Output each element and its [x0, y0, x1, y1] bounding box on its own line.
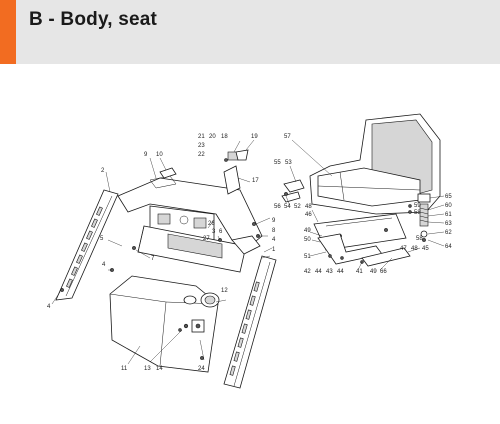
label-26: 26 [208, 221, 215, 227]
fasteners [60, 192, 426, 360]
left-side-panel [55, 189, 119, 301]
page-header: B - Body, seat [0, 0, 500, 64]
label-22: 22 [198, 152, 205, 158]
label-47: 47 [400, 246, 407, 252]
leader-lines [51, 139, 445, 365]
label-58a: 58 [414, 210, 421, 216]
label-7: 7 [151, 256, 155, 262]
label-55: 55 [274, 160, 281, 166]
label-3: 3 [212, 229, 216, 235]
label-19: 19 [251, 134, 258, 140]
seat [309, 113, 441, 215]
label-48a: 48 [305, 204, 312, 210]
label-48b: 48 [411, 246, 418, 252]
label-27: 27 [203, 236, 210, 242]
label-66: 66 [380, 269, 387, 275]
header-accent-bar [0, 0, 16, 64]
label-17: 17 [252, 178, 259, 184]
label-44a: 44 [315, 269, 322, 275]
label-24: 24 [198, 366, 205, 372]
label-9b: 9 [272, 218, 276, 224]
seat-rail [281, 179, 431, 267]
label-59: 59 [414, 203, 421, 209]
label-4a: 4 [102, 262, 106, 268]
label-58b: 58 [416, 236, 423, 242]
label-6: 6 [219, 229, 223, 235]
label-49a: 49 [304, 228, 311, 234]
label-51: 51 [304, 254, 311, 260]
fuel-tank [109, 275, 220, 373]
exploded-parts-diagram: 2 9 10 21 20 18 19 23 22 17 26 3 27 6 5 … [47, 113, 452, 389]
label-61: 61 [445, 212, 452, 218]
label-9: 9 [144, 152, 148, 158]
label-14: 14 [156, 366, 163, 372]
label-64: 64 [445, 244, 452, 250]
label-56: 56 [274, 204, 281, 210]
label-11: 11 [121, 366, 128, 372]
label-4b: 4 [47, 304, 51, 310]
part-labels: 2 9 10 21 20 18 19 23 22 17 26 3 27 6 5 … [47, 134, 452, 372]
label-41: 41 [356, 269, 363, 275]
label-5: 5 [100, 236, 104, 242]
label-12: 12 [221, 288, 228, 294]
label-2: 2 [101, 168, 105, 174]
seat-base-plate [313, 213, 407, 265]
label-23: 23 [198, 143, 205, 149]
label-53: 53 [285, 160, 292, 166]
label-10: 10 [156, 152, 163, 158]
label-57: 57 [284, 134, 291, 140]
label-21: 21 [198, 134, 205, 140]
label-62: 62 [445, 230, 452, 236]
label-20: 20 [209, 134, 216, 140]
label-50: 50 [304, 237, 311, 243]
right-side-panel [223, 255, 277, 389]
front-body-frame [117, 175, 263, 273]
label-1: 1 [272, 247, 276, 253]
label-49b: 49 [370, 269, 377, 275]
label-60: 60 [445, 203, 452, 209]
label-44b: 44 [337, 269, 344, 275]
label-13: 13 [144, 366, 151, 372]
label-45: 45 [422, 246, 429, 252]
label-8: 8 [272, 228, 276, 234]
page-title: B - Body, seat [29, 9, 158, 30]
label-42: 42 [304, 269, 311, 275]
label-4c: 4 [272, 237, 276, 243]
label-65: 65 [445, 194, 452, 200]
label-46: 46 [305, 212, 312, 218]
bracket-hardware [159, 149, 249, 195]
label-52: 52 [294, 204, 301, 210]
label-43: 43 [326, 269, 333, 275]
label-54: 54 [284, 204, 291, 210]
label-18: 18 [221, 134, 228, 140]
label-63: 63 [445, 221, 452, 227]
